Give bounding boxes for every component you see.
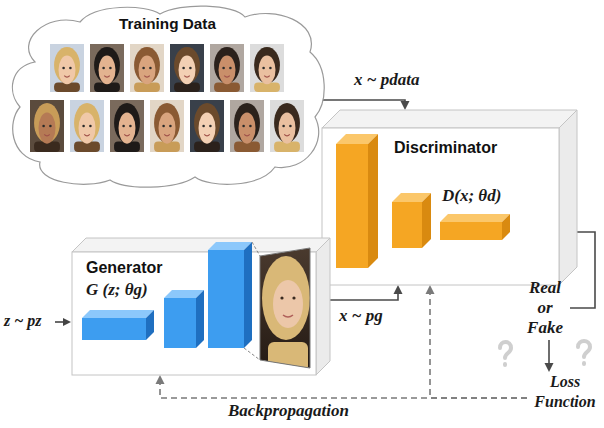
arrow-head [394, 285, 403, 294]
flow-connector [330, 285, 403, 300]
node-title: Loss Function [530, 372, 600, 412]
connector-line [322, 100, 405, 103]
node-title: Real or Fake [522, 278, 568, 338]
arrow-head [156, 375, 165, 384]
node-title: Training Data [5, 14, 330, 34]
loss-node: Loss Function [530, 372, 600, 412]
node-formula: G (z; θg) [86, 280, 148, 300]
connector-line [548, 340, 550, 365]
flow-connector [545, 340, 554, 372]
generator-box: GeneratorG (z; θg) [72, 238, 330, 375]
edge-label: x ~ pdata [352, 70, 421, 90]
gen-shape [72, 238, 330, 375]
discriminator-box: DiscriminatorD(x; θd) [322, 110, 577, 285]
edge-label: Backpropagation [226, 401, 351, 421]
arrow-head [401, 101, 410, 110]
backprop-connector [156, 375, 528, 398]
flow-connector [322, 100, 410, 110]
edge-label: x ~ pg [337, 306, 385, 326]
connector-line [160, 382, 527, 398]
node-formula: D(x; θd) [442, 186, 501, 206]
training-data-cloud: Training Data [5, 2, 330, 192]
connector-line [430, 292, 527, 398]
input-arrow [55, 318, 71, 326]
node-title: Discriminator [394, 138, 497, 158]
arrow-head [426, 285, 435, 294]
connector-line [330, 292, 398, 300]
output-node: Real or Fake [522, 278, 568, 338]
node-title: Generator [86, 258, 162, 278]
backprop-connector [426, 285, 528, 398]
input-label: z ~ pz [4, 311, 42, 331]
arrow-head [545, 363, 554, 372]
